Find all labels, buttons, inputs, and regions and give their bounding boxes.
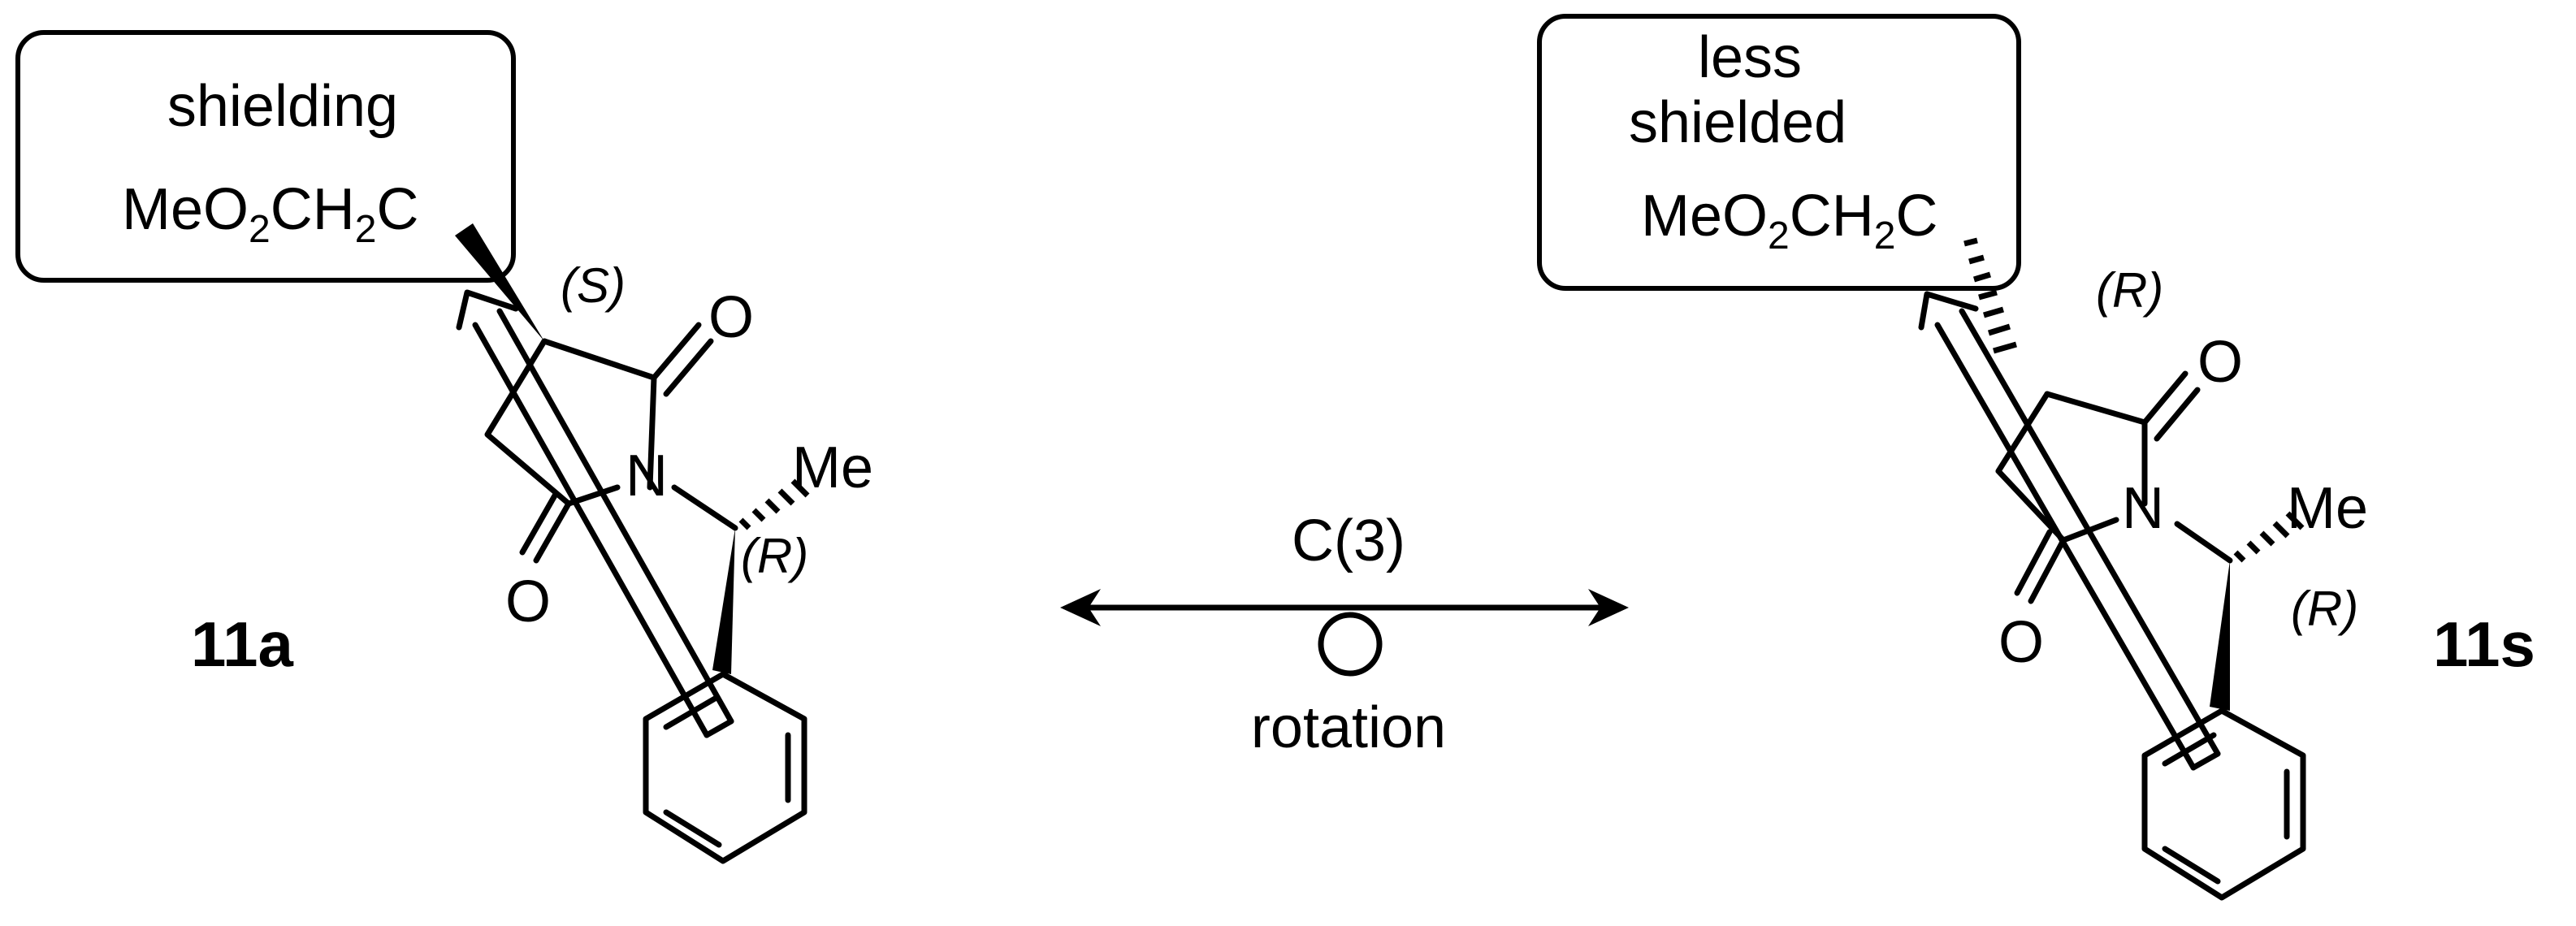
compound-label-11s: 11s bbox=[2433, 608, 2535, 680]
n-ch-bond-left bbox=[671, 484, 738, 531]
substituent-label-right: MeO2CH2C bbox=[1641, 184, 1937, 257]
phenyl-ring-right bbox=[2141, 707, 2306, 901]
rotation-label: rotation bbox=[1251, 695, 1446, 760]
carbonyl-c2-top-left-double bbox=[663, 338, 714, 397]
wedge-bond-phenyl-right bbox=[2210, 560, 2230, 711]
ring-c3-c4-right bbox=[1995, 391, 2067, 543]
carbonyl-c5-bottom-right-double bbox=[2014, 529, 2053, 596]
carbonyl-c2-top-right-double bbox=[2154, 387, 2201, 442]
phenyl-double-3-left bbox=[663, 695, 718, 730]
rotation-circle-icon bbox=[1318, 612, 1383, 677]
shielding-label: shielding bbox=[167, 74, 398, 139]
carbonyl-c5-bottom-left bbox=[533, 500, 572, 564]
atom-o-bottom-left: O bbox=[505, 569, 551, 634]
stereo-r-left: (R) bbox=[741, 529, 808, 583]
atom-o-top-right: O bbox=[2197, 330, 2243, 395]
atom-o-bottom-right: O bbox=[1998, 610, 2044, 675]
wedge-bond-phenyl-left bbox=[712, 528, 735, 674]
hashed-bond-me-left bbox=[738, 478, 810, 530]
shielding-cone-arrow-left bbox=[456, 289, 734, 738]
phenyl-double-2-right bbox=[2162, 846, 2221, 885]
methyl-right: Me bbox=[2287, 476, 2368, 541]
shielding-box bbox=[15, 30, 516, 283]
n-ch-bond-right bbox=[2174, 521, 2233, 564]
less-shielded-box bbox=[1537, 14, 2021, 291]
phenyl-double-2-left bbox=[663, 809, 722, 848]
carbonyl-c5-bottom-right bbox=[2028, 537, 2067, 604]
carbonyl-c2-top-left bbox=[651, 322, 702, 381]
hashed-bond-c3-right bbox=[1963, 237, 2017, 354]
arrowhead-right bbox=[1588, 589, 1629, 626]
compound-label-11a: 11a bbox=[191, 608, 293, 680]
rotation-equilibrium: C(3) rotation bbox=[1060, 508, 1629, 760]
stereo-r-top-right: (R) bbox=[2096, 263, 2163, 318]
carbonyl-c5-bottom-left-double bbox=[519, 492, 558, 556]
substituent-label-left: MeO2CH2C bbox=[122, 177, 418, 251]
shielded-label: shielded bbox=[1629, 90, 1846, 155]
ring-c3-c4-left bbox=[484, 338, 572, 507]
wedge-bond-left bbox=[455, 223, 544, 341]
structure-11s: less shielded MeO2CH2C bbox=[1537, 14, 2535, 901]
atom-o-top-left: O bbox=[708, 285, 754, 350]
carbonyl-c2-top-right bbox=[2141, 370, 2189, 426]
stereo-r-bottom-right: (R) bbox=[2291, 582, 2358, 636]
phenyl-ring-left bbox=[643, 671, 807, 864]
less-label: less bbox=[1698, 25, 1802, 90]
atom-n-right: N bbox=[2122, 476, 2164, 541]
methyl-left: Me bbox=[792, 435, 873, 500]
atom-n-left: N bbox=[626, 444, 668, 508]
structure-11a: shielding MeO2CH2C bbox=[15, 30, 873, 864]
hashed-bond-me-right bbox=[2233, 511, 2305, 563]
arrowhead-left bbox=[1060, 589, 1101, 626]
phenyl-double-3-right bbox=[2162, 732, 2217, 767]
c3-label: C(3) bbox=[1292, 508, 1405, 573]
shielding-cone-arrow-right bbox=[1918, 291, 2221, 771]
stereo-s-left: (S) bbox=[561, 258, 626, 313]
